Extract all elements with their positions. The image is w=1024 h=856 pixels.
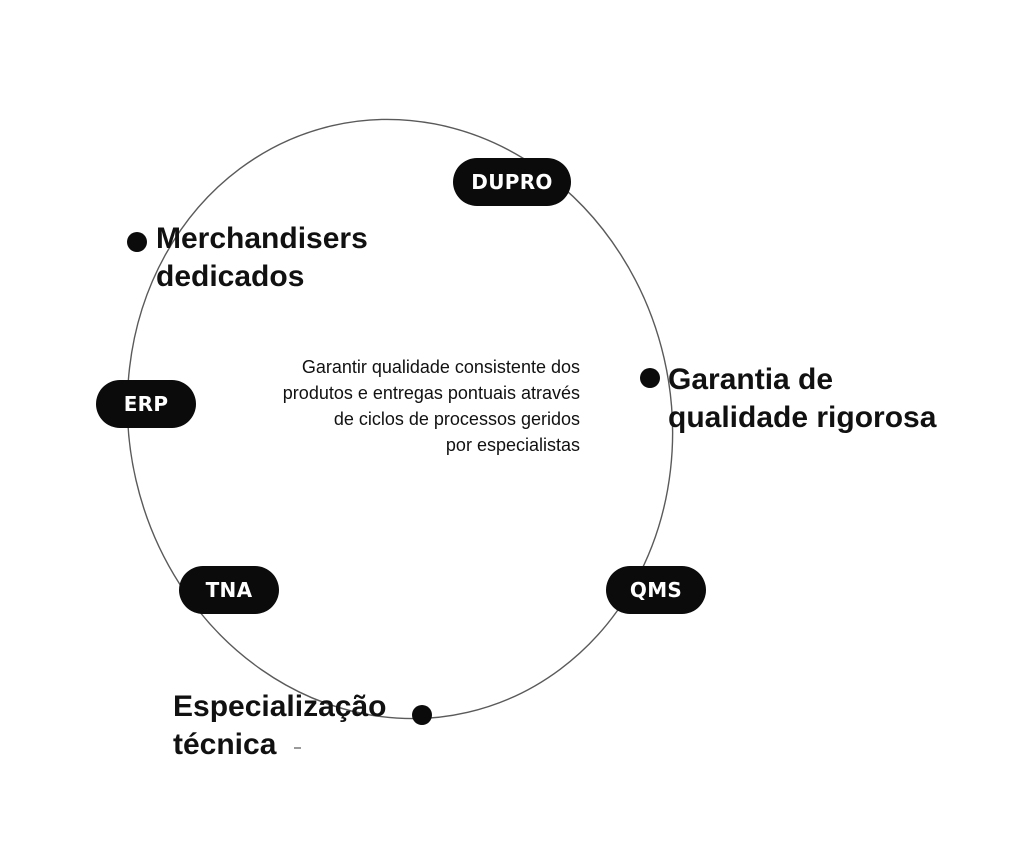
quality-label: Garantia de qualidade rigorosa [668,361,936,437]
merchandisers-label: Merchandisers dedicados [156,220,368,296]
specialization-label: Especialização técnica [173,688,386,764]
merchandisers-label-line2: dedicados [156,260,305,293]
specialization-label-line2: técnica [173,728,277,761]
center-description-line: por especialistas [445,435,580,455]
specialization-label-line1: Especialização [173,690,387,723]
center-description-line: produtos e entregas pontuais através [282,383,580,403]
tna-pill-label: TNA [205,578,253,602]
qms-pill-label: QMS [629,578,683,602]
merchandisers-label-line1: Merchandisers [156,222,368,255]
specialization-dot [412,705,432,725]
center-description-line: de ciclos de processos geridos [333,409,580,429]
cycle-ring [126,118,674,720]
qms-pill[interactable]: QMS [606,566,706,614]
merchandisers-dot [127,232,147,252]
erp-pill[interactable]: ERP [96,380,196,428]
tna-pill[interactable]: TNA [179,566,279,614]
quality-label-line2: qualidade rigorosa [668,401,937,434]
center-description-line: Garantir qualidade consistente dos [301,357,580,377]
decorative-dash [294,747,301,749]
dupro-pill-label: DUPRO [471,170,553,194]
center-description: Garantir qualidade consistente dos produ… [200,354,580,458]
dupro-pill[interactable]: DUPRO [453,158,571,206]
quality-label-line1: Garantia de [668,363,834,396]
erp-pill-label: ERP [123,392,169,416]
quality-dot [640,368,660,388]
